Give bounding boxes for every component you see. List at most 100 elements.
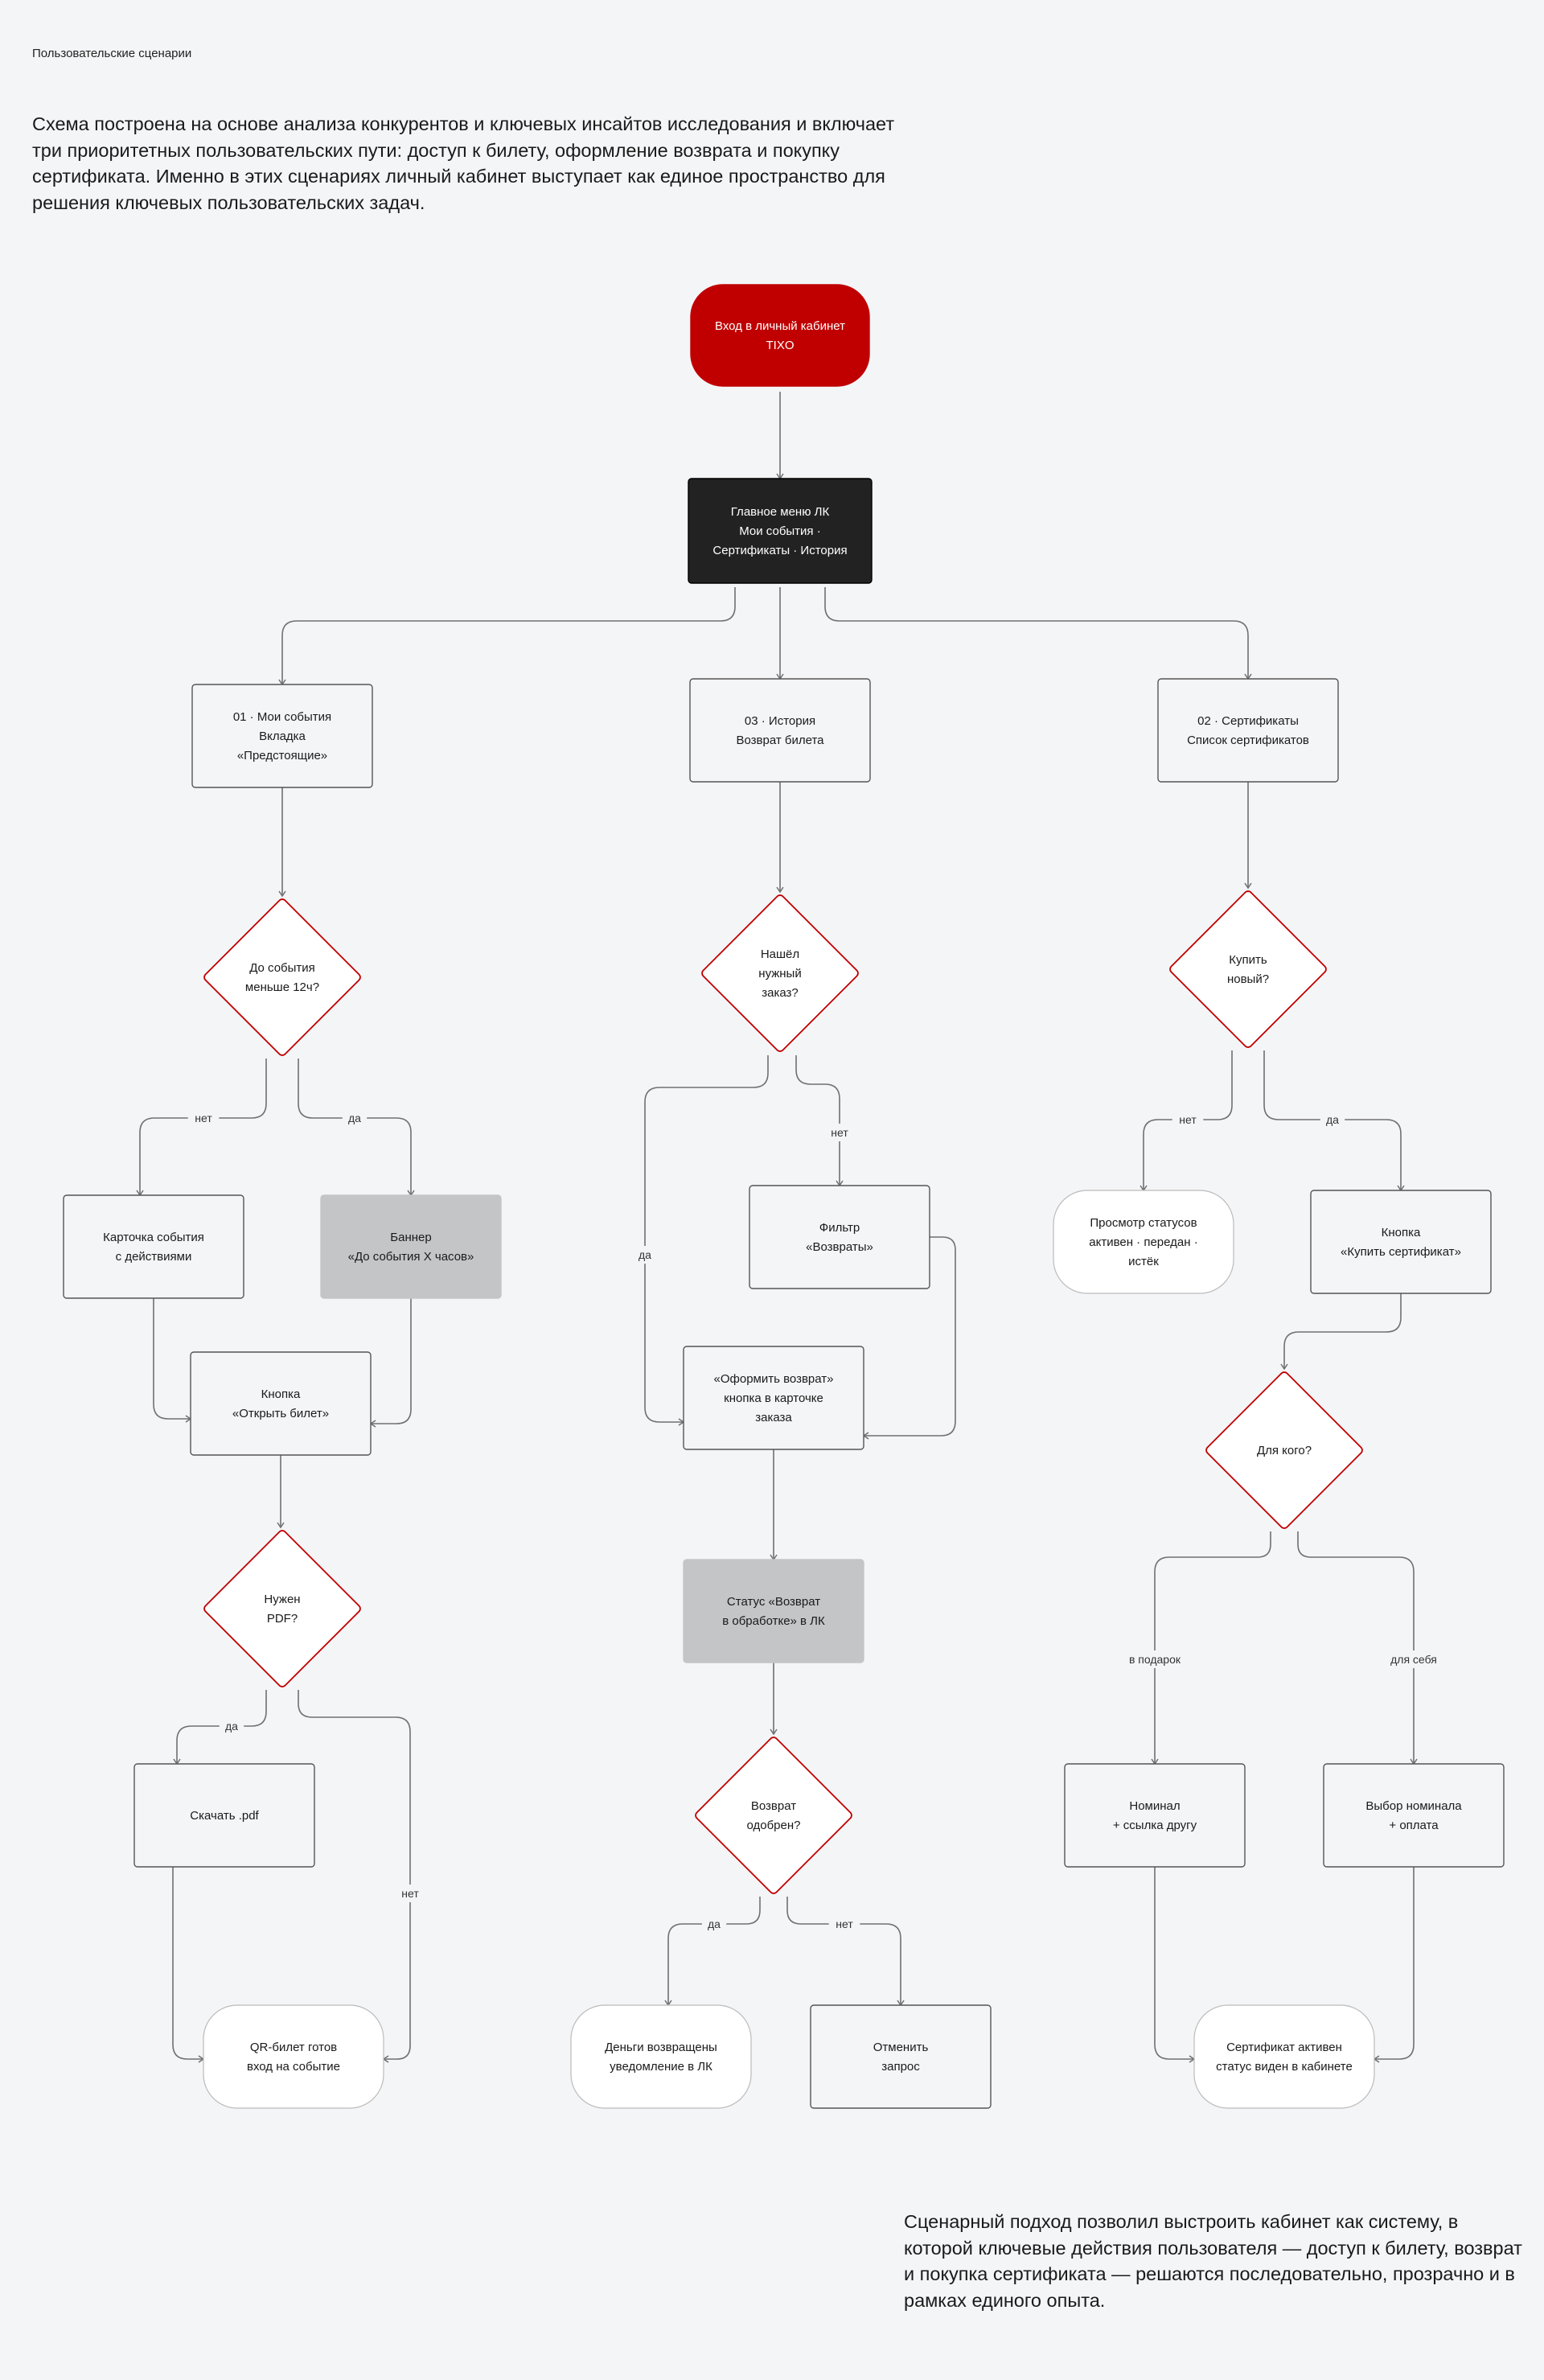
decision-diamond xyxy=(1205,1371,1363,1529)
node-d4-line-0: Для кого? xyxy=(1257,1444,1312,1457)
edge-d4-to-gift xyxy=(1151,1531,1271,1765)
box-shape xyxy=(1323,1763,1505,1868)
edge-label-bg xyxy=(187,1109,220,1127)
box-shape xyxy=(1310,1190,1492,1294)
node-banner: Баннер«До события X часов» xyxy=(320,1194,502,1299)
decision-diamond xyxy=(701,894,859,1052)
edge-label-d1-to-card: нет xyxy=(195,1112,212,1124)
edge-label-d4-to-self: для себя xyxy=(1390,1653,1437,1666)
box-shape xyxy=(689,678,871,783)
edge-menu-to-events xyxy=(278,587,736,686)
box-shape xyxy=(133,1763,315,1868)
edge-label-bg xyxy=(394,1885,426,1902)
decision-diamond xyxy=(1169,890,1327,1048)
edge-d6-to-cancel xyxy=(786,1897,905,2007)
node-d3-line-0: Купить xyxy=(1229,953,1267,967)
node-refundbtn-line-1: кнопка в карточке xyxy=(724,1391,823,1405)
section-label: Пользовательские сценарии xyxy=(32,47,192,60)
node-money-line-0: Деньги возвращены xyxy=(605,2041,717,2054)
node-history-line-1: Возврат билета xyxy=(736,734,824,747)
node-buybtn-line-0: Кнопка xyxy=(1382,1226,1421,1239)
edge-label-bg xyxy=(342,1109,368,1127)
node-menu-line-0: Главное меню ЛК xyxy=(731,505,830,519)
edge-buybtn-to-d4 xyxy=(1280,1293,1402,1371)
node-status-line-0: Статус «Возврат xyxy=(727,1595,820,1609)
node-d6-line-1: одобрен? xyxy=(746,1819,800,1832)
edge-label-d1-to-banner: да xyxy=(348,1112,361,1124)
edge-label-bg xyxy=(1382,1650,1446,1668)
node-filter-line-1: «Возвраты» xyxy=(806,1240,873,1254)
node-self-line-1: + оплата xyxy=(1389,1819,1439,1832)
pill-shape xyxy=(1193,2004,1375,2109)
edge-self-to-certok xyxy=(1373,1867,1415,2063)
box-shape xyxy=(63,1194,244,1299)
node-gift-line-1: + ссылка другу xyxy=(1113,1819,1197,1832)
edge-label-bg xyxy=(219,1717,244,1735)
node-gift-line-0: Номинал xyxy=(1129,1799,1180,1813)
node-cancel-line-0: Отменить xyxy=(873,2041,929,2054)
node-d1-line-1: меньше 12ч? xyxy=(245,980,319,994)
node-self: Выбор номинала+ оплата xyxy=(1323,1763,1505,1868)
node-d2-line-2: заказ? xyxy=(762,986,799,1000)
edge-menu-to-certs xyxy=(824,587,1252,680)
edge-label-bg xyxy=(1119,1650,1190,1668)
node-certs-line-0: 02 · Сертификаты xyxy=(1197,714,1299,728)
node-money-line-1: уведомление в ЛК xyxy=(610,2060,712,2074)
edge-d6-to-money xyxy=(664,1897,761,2007)
node-card-line-0: Карточка события xyxy=(103,1231,204,1244)
node-events-line-0: 01 · Мои события xyxy=(233,710,331,724)
edge-label-d5-to-pdf: да xyxy=(225,1720,238,1733)
pill-shape xyxy=(570,2004,752,2109)
node-filter: Фильтр «Возвраты» xyxy=(749,1185,930,1289)
box-shape xyxy=(749,1185,930,1289)
edge-label-d6-to-money: да xyxy=(708,1918,721,1930)
decision-diamond xyxy=(203,1530,361,1687)
node-filter-line-0: Фильтр xyxy=(819,1221,860,1235)
edge-filter-to-refundbtn xyxy=(862,1236,956,1440)
node-status-line-1: в обработке» в ЛК xyxy=(722,1614,825,1628)
node-openbtn: Кнопка«Открыть билет» xyxy=(190,1351,372,1456)
node-openbtn-line-0: Кнопка xyxy=(261,1387,301,1401)
edge-label-d6-to-cancel: нет xyxy=(836,1918,853,1930)
node-pdf-line-0: Скачать .pdf xyxy=(190,1809,259,1823)
edge-d4-to-self xyxy=(1297,1531,1418,1765)
gray-shape xyxy=(320,1194,502,1299)
edge-label-d2-to-filter: нет xyxy=(831,1126,848,1139)
pill-shape xyxy=(203,2004,384,2109)
node-statuses-line-2: истёк xyxy=(1128,1255,1159,1268)
node-events-line-2: «Предстоящие» xyxy=(237,749,327,763)
outro-text: Сценарный подход позволил выстроить каби… xyxy=(904,2211,1522,2311)
edge-banner-to-openbtn xyxy=(369,1298,412,1428)
box-shape xyxy=(1064,1763,1246,1868)
box-shape xyxy=(191,684,373,788)
node-d2-line-1: нужный xyxy=(758,967,801,980)
node-history-line-0: 03 · История xyxy=(745,714,815,728)
node-menu-line-1: Мои события · xyxy=(739,524,820,538)
edge-label-bg xyxy=(701,1915,727,1933)
node-statuses-line-1: активен · передан · xyxy=(1089,1235,1197,1249)
edge-label-bg xyxy=(632,1246,658,1264)
edge-label-bg xyxy=(823,1124,856,1141)
edge-label-bg xyxy=(828,1915,860,1933)
node-certok-line-1: статус виден в кабинете xyxy=(1216,2060,1353,2074)
node-certs-line-1: Список сертификатов xyxy=(1187,734,1309,747)
node-d5-line-1: PDF? xyxy=(267,1612,298,1626)
node-banner-line-0: Баннер xyxy=(390,1231,431,1244)
node-start-line-1: TIXO xyxy=(766,339,794,352)
box-shape xyxy=(1157,678,1339,783)
box-shape xyxy=(683,1346,864,1450)
